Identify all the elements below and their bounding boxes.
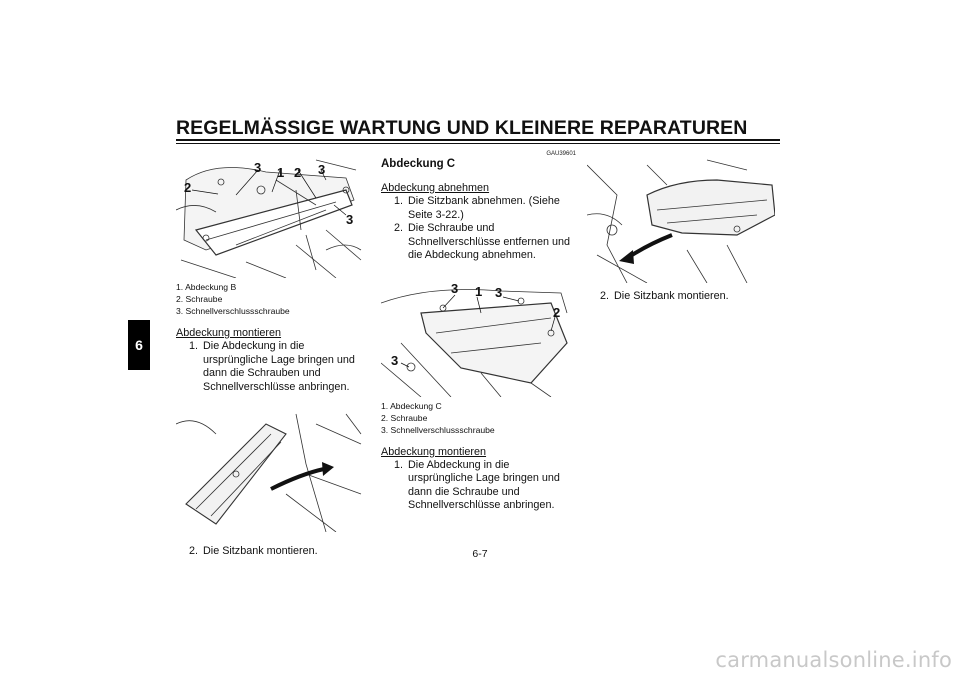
header-rule-thick (176, 139, 780, 141)
section-code: GAU39601 (546, 151, 576, 157)
figure-callout: 3 (254, 160, 261, 175)
seat-steps: 2. Die Sitzbank montieren. (176, 545, 372, 559)
figure-callout: 3 (391, 353, 398, 368)
section-title: Abdeckung C (381, 158, 456, 170)
step-text: Die Abdeckung in die ursprüngliche Lage … (203, 340, 355, 393)
cover-c-install-illustration (587, 159, 775, 283)
install-steps: 1. Die Abdeckung in die ursprüngliche La… (381, 459, 576, 513)
page-number: 6-7 (472, 548, 488, 560)
remove-heading: Abdeckung abnehmen (381, 182, 490, 194)
caption-item: 3. Schnellverschlussschraube (381, 424, 495, 435)
step-text: Die Sitzbank abnehmen. (Siehe Seite 3-22… (408, 195, 560, 221)
step-number: 2. (393, 222, 403, 234)
install-steps: 1. Die Abdeckung in die ursprüngliche La… (176, 340, 372, 394)
step-number: 1. (393, 195, 403, 207)
header-rule-thin (176, 143, 780, 144)
step-item: 2. Die Sitzbank montieren. (176, 545, 372, 559)
seat-steps: 2. Die Sitzbank montieren. (587, 290, 782, 304)
step-item: 2. Die Schraube und Schnellverschlüsse e… (381, 222, 576, 263)
figure-captions: 1. Abdeckung C 2. Schraube 3. Schnellver… (381, 400, 576, 436)
figure-cover-b: 3 1 2 3 2 3 (176, 150, 364, 278)
figure-cover-b-install (176, 404, 364, 532)
figure-callout: 3 (318, 162, 325, 177)
caption-item: 2. Schraube (381, 412, 428, 423)
step-number: 1. (188, 340, 198, 352)
step-text: Die Abdeckung in die ursprüngliche Lage … (408, 458, 560, 512)
chapter-tab: 6 (128, 320, 150, 370)
figure-callout: 3 (346, 212, 353, 227)
caption-item: 2. Schraube (176, 294, 223, 304)
figure-callout: 1 (277, 165, 284, 180)
figure-cover-c-install (587, 155, 775, 283)
cover-b-install-illustration (176, 413, 362, 532)
cover-c-illustration: 3 1 3 2 3 (381, 281, 568, 397)
figure-callout: 2 (184, 180, 191, 195)
figure-cover-c: 3 1 3 2 3 (381, 272, 569, 397)
step-text: Die Sitzbank montieren. (203, 545, 318, 557)
step-text: Die Schraube und Schnellverschlüsse entf… (408, 222, 571, 261)
step-text: Die Sitzbank montieren. (614, 290, 729, 302)
arrow-icon (322, 462, 334, 476)
step-item: 1. Die Abdeckung in die ursprüngliche La… (176, 340, 372, 394)
step-number: 2. (599, 290, 609, 302)
watermark: carmanualsonline.info (715, 648, 952, 672)
step-item: 2. Die Sitzbank montieren. (587, 290, 782, 304)
column-middle: GAU39601 Abdeckung C Abdeckung abnehmen … (381, 150, 576, 513)
figure-callout: 3 (495, 285, 502, 300)
remove-steps: 1. Die Sitzbank abnehmen. (Siehe Seite 3… (381, 195, 576, 263)
caption-item: 3. Schnellverschlussschraube (176, 306, 290, 316)
column-left: 3 1 2 3 2 3 1. Abdeckung B 2. Schraube 3… (176, 150, 372, 559)
figure-callout: 3 (451, 281, 458, 296)
figure-captions: 1. Abdeckung B 2. Schraube 3. Schnellver… (176, 281, 372, 317)
step-number: 1. (393, 458, 403, 471)
figure-callout: 2 (553, 305, 560, 320)
step-number: 2. (188, 545, 198, 557)
page-title: REGELMÄSSIGE WARTUNG UND KLEINERE REPARA… (176, 117, 748, 139)
caption-item: 1. Abdeckung B (176, 282, 237, 292)
column-right: 2. Die Sitzbank montieren. (587, 150, 782, 304)
step-item: 1. Die Sitzbank abnehmen. (Siehe Seite 3… (381, 195, 576, 222)
install-heading: Abdeckung montieren (176, 327, 282, 339)
caption-item: 1. Abdeckung C (381, 400, 442, 411)
install-heading: Abdeckung montieren (381, 445, 487, 458)
figure-callout: 2 (294, 165, 301, 180)
arrow-icon (619, 250, 634, 264)
cover-b-illustration: 3 1 2 3 2 3 (176, 159, 362, 278)
figure-callout: 1 (475, 284, 482, 299)
step-item: 1. Die Abdeckung in die ursprüngliche La… (381, 459, 576, 513)
